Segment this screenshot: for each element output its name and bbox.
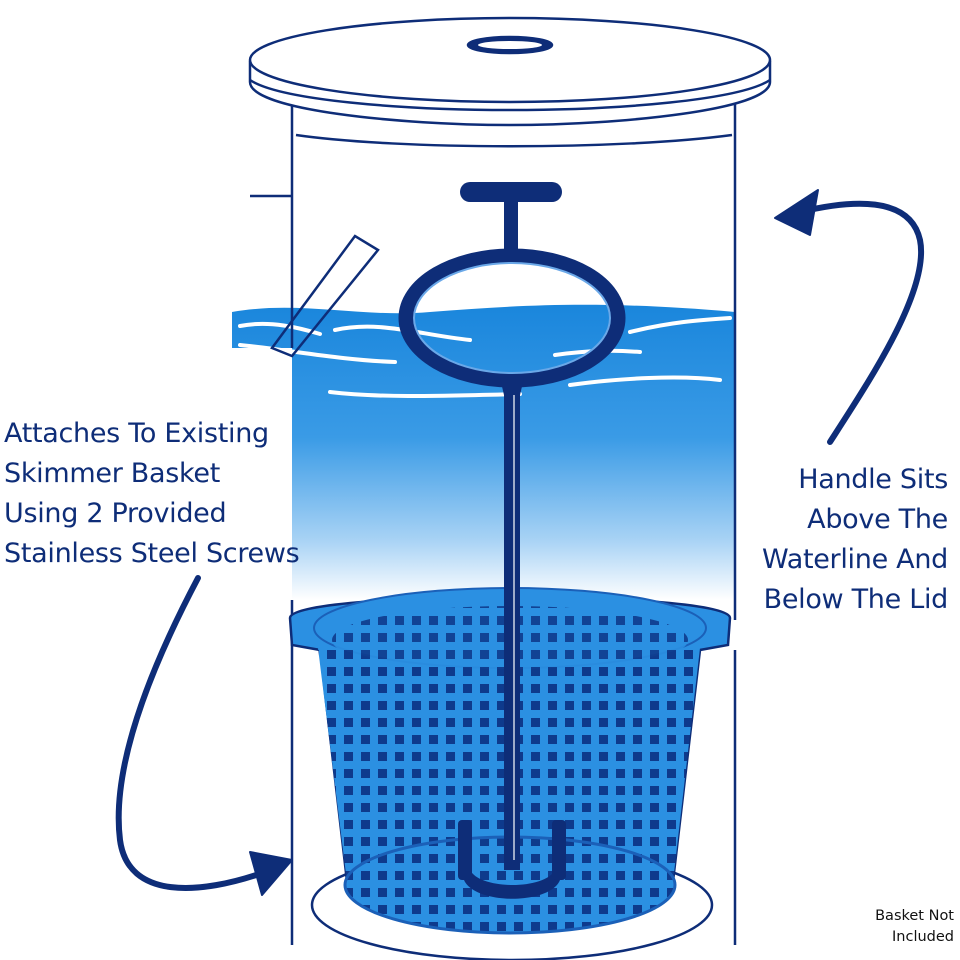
note-line: Basket Not xyxy=(875,908,954,924)
skimmer-housing xyxy=(250,100,737,945)
callout-line: Using 2 Provided xyxy=(4,498,227,529)
right-callout-text: Handle Sits Above The Waterline And Belo… xyxy=(762,460,948,620)
callout-line: Above The xyxy=(807,504,948,535)
note-line: Included xyxy=(892,929,954,945)
callout-line: Handle Sits xyxy=(798,464,948,495)
water xyxy=(232,304,735,600)
callout-line: Below The Lid xyxy=(763,584,949,615)
basket-handle xyxy=(398,182,626,899)
left-arrow xyxy=(115,575,293,896)
skimmer-weir-flap xyxy=(270,234,380,358)
callout-line: Skimmer Basket xyxy=(4,458,220,489)
callout-line: Stainless Steel Screws xyxy=(4,538,300,569)
left-callout-text: Attaches To Existing Skimmer Basket Usin… xyxy=(4,414,300,574)
callout-line: Attaches To Existing xyxy=(4,418,269,449)
right-arrow xyxy=(774,189,925,445)
callout-line: Waterline And xyxy=(762,544,948,575)
skimmer-lid xyxy=(248,16,772,127)
basket-not-included-note: Basket Not Included xyxy=(875,906,954,948)
